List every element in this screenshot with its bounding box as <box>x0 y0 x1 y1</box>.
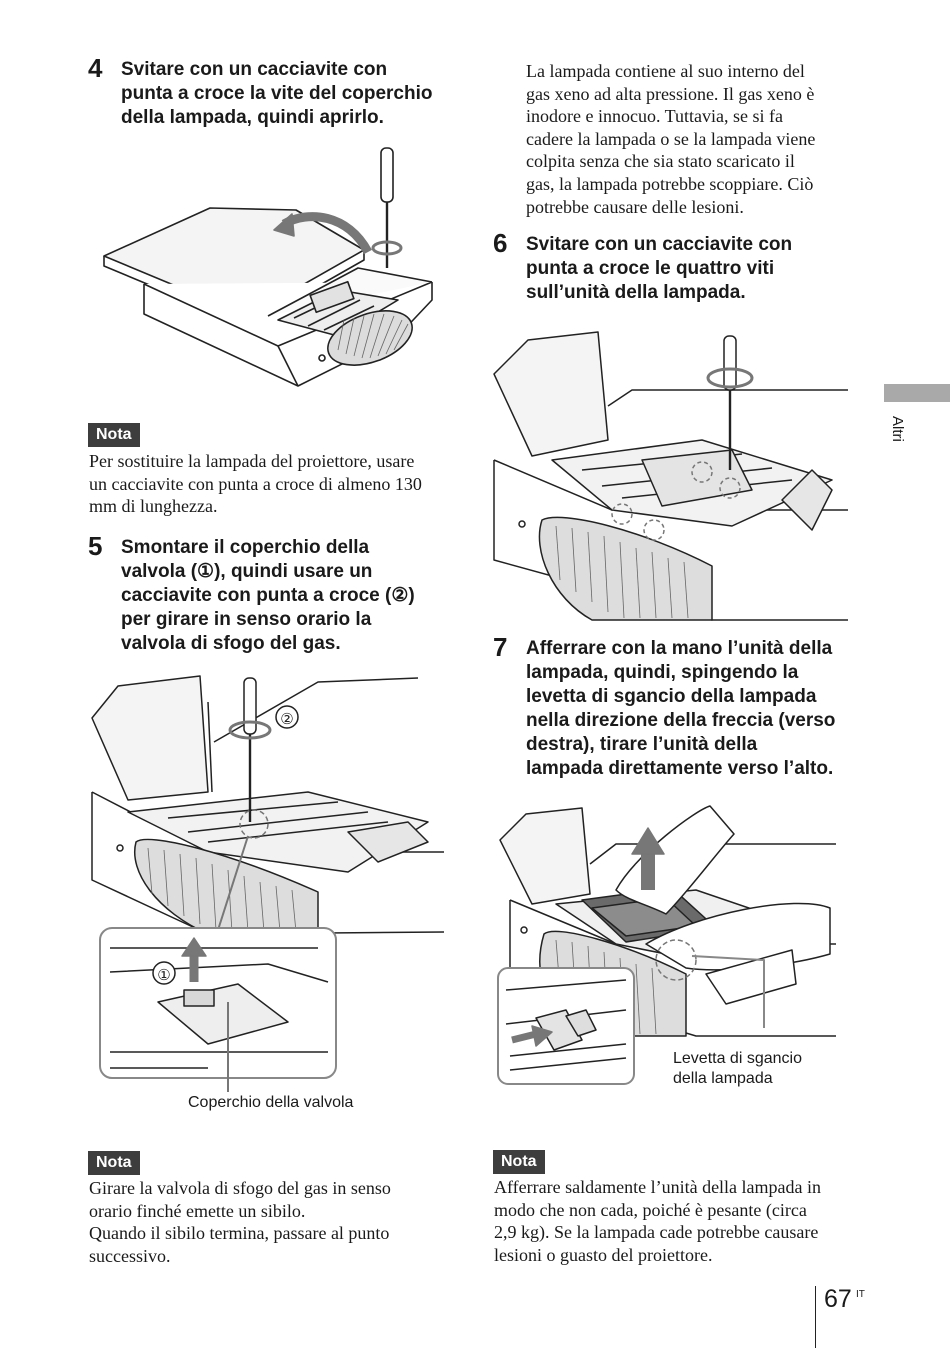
text-line: Svitare con un cacciavite con <box>121 59 388 80</box>
text-line: Levetta di sgancio <box>673 1050 802 1067</box>
text-line: cacciavite con punta a croce (②) <box>121 585 415 606</box>
text-line: Afferrare saldamente l’unità della lampa… <box>494 1177 822 1197</box>
text-line: lesioni o guasto del proiettore. <box>494 1244 713 1265</box>
text-line: un cacciavite con punta a croce di almen… <box>89 473 422 494</box>
release-lever-caption: Levetta di sgancio della lampada <box>673 1049 853 1089</box>
valve-cover-caption: Coperchio della valvola <box>188 1094 354 1111</box>
text-line: della lampada <box>673 1070 773 1087</box>
text-line: punta a croce le quattro viti <box>526 258 775 279</box>
step-7-number: 7 <box>493 632 508 662</box>
text-line: nella direzione della freccia (verso <box>526 710 836 731</box>
text-line: per girare in senso orario la <box>121 609 372 630</box>
step-4-number: 4 <box>88 53 103 83</box>
step-6-text: Svitare con un cacciavite con punta a cr… <box>526 233 866 305</box>
text-line: orario finché emette un sibilo. <box>89 1200 306 1221</box>
projector-cover-illustration <box>103 147 433 387</box>
callout-1: ① <box>157 966 170 984</box>
text-line: destra), tirare l’unità della <box>526 734 758 755</box>
text-line: inodore e innocuo. Tuttavia, se si fa <box>526 106 783 127</box>
section-tab <box>884 384 950 402</box>
note-badge: Nota <box>493 1150 545 1174</box>
text-line: valvola (①), quindi usare un <box>121 561 373 582</box>
text-line: punta a croce la vite del coperchio <box>121 83 433 104</box>
text-line: lampada direttamente verso l’alto. <box>526 758 834 779</box>
text-line: sull’unità della lampada. <box>526 282 746 303</box>
text-line: Per sostituire la lampada del proiettore… <box>89 451 415 471</box>
page-number: 67 <box>824 1285 852 1313</box>
note-badge: Nota <box>88 423 140 447</box>
page-language: IT <box>856 1289 865 1300</box>
text-line: successivo. <box>89 1245 171 1266</box>
text-line: Afferrare con la mano l’unità della <box>526 638 833 659</box>
text-line: mm di lunghezza. <box>89 496 218 517</box>
text-line: Svitare con un cacciavite con <box>526 234 793 255</box>
text-line: valvola di sfogo del gas. <box>121 633 341 654</box>
lamp-removal-illustration <box>497 805 836 1085</box>
note-3-text: Afferrare saldamente l’unità della lampa… <box>494 1176 866 1266</box>
step-5-text: Smontare il coperchio della valvola (①),… <box>121 536 461 656</box>
text-line: Quando il sibilo termina, passare al pun… <box>89 1223 390 1244</box>
xenon-warning-text: La lampada contiene al suo interno del g… <box>526 60 871 218</box>
text-line: Smontare il coperchio della <box>121 537 370 558</box>
text-line: La lampada contiene al suo interno del <box>526 61 805 81</box>
lamp-screws-illustration <box>493 331 848 621</box>
text-line: lampada, quindi, spingendo la <box>526 662 799 683</box>
section-label: Altri <box>889 416 906 442</box>
step-4-text: Svitare con un cacciavite con punta a cr… <box>121 58 461 130</box>
text-line: modo che non cada, poiché è pesante (cir… <box>494 1199 807 1220</box>
text-line: 2,9 kg). Se la lampada cade potrebbe cau… <box>494 1222 819 1243</box>
text-line: gas, la lampada potrebbe scoppiare. Ciò <box>526 173 814 194</box>
text-line: potrebbe causare delle lesioni. <box>526 196 744 217</box>
text-line: Girare la valvola di sfogo del gas in se… <box>89 1178 391 1198</box>
note-1-text: Per sostituire la lampada del proiettore… <box>89 450 454 518</box>
note-2-text: Girare la valvola di sfogo del gas in se… <box>89 1177 454 1267</box>
callout-2: ② <box>280 710 293 728</box>
text-line: colpita senza che sia stato scaricato il <box>526 151 795 172</box>
text-line: della lampada, quindi aprirlo. <box>121 107 384 128</box>
text-line: cadere la lampada o se la lampada viene <box>526 128 816 149</box>
valve-illustration: ① ② <box>91 675 444 1092</box>
page-number-divider <box>815 1286 816 1348</box>
text-line: levetta di sgancio della lampada <box>526 686 817 707</box>
step-6-number: 6 <box>493 228 508 258</box>
step-5-number: 5 <box>88 531 103 561</box>
step-7-text: Afferrare con la mano l’unità della lamp… <box>526 637 871 781</box>
text-line: gas xeno ad alta pressione. Il gas xeno … <box>526 83 815 104</box>
note-badge: Nota <box>88 1151 140 1175</box>
